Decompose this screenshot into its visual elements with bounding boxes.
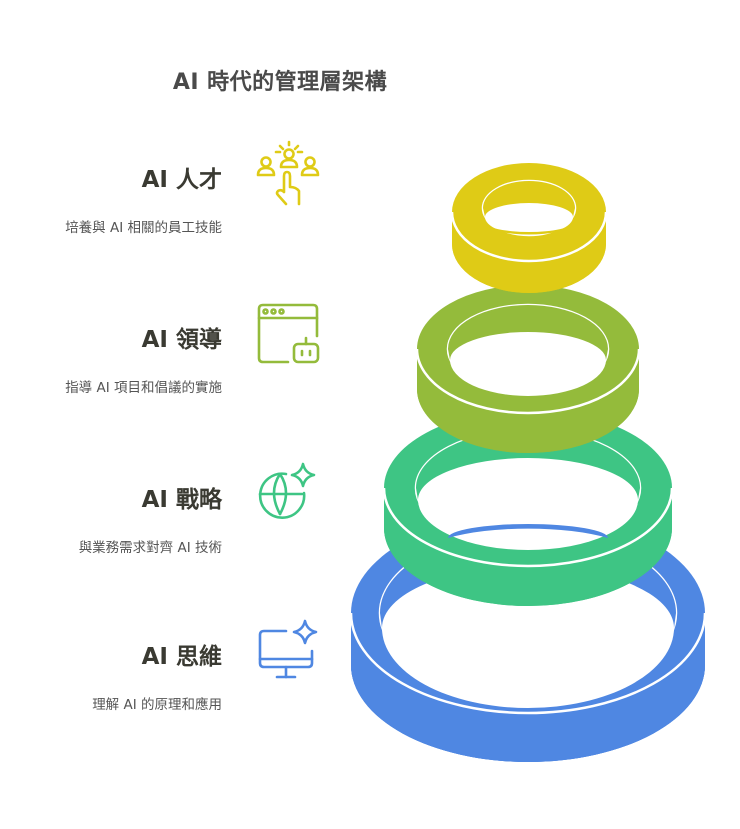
- ring-ai-strategy: [382, 410, 674, 606]
- level-heading: AI 戰略: [141, 487, 222, 513]
- level-ai-mindset: AI 思維 理解 AI 的原理和應用: [92, 637, 222, 713]
- level-description: 理解 AI 的原理和應用: [92, 697, 222, 713]
- level-heading: AI 人才: [141, 167, 222, 193]
- ring-ai-talent: [450, 163, 608, 293]
- level-description: 培養與 AI 相關的員工技能: [65, 220, 222, 236]
- level-description: 與業務需求對齊 AI 技術: [78, 540, 222, 556]
- level-heading: AI 思維: [141, 644, 222, 670]
- globe-sparkle-icon: [258, 462, 316, 519]
- monitor-sparkle-icon: [258, 619, 318, 679]
- level-heading: AI 領導: [141, 327, 222, 353]
- level-ai-strategy: AI 戰略 與業務需求對齊 AI 技術: [79, 480, 222, 556]
- level-ai-leadership: AI 領導 指導 AI 項目和倡議的實施: [65, 320, 222, 396]
- level-ai-talent: AI 人才 培養與 AI 相關的員工技能: [65, 160, 222, 236]
- ring-ai-leadership: [415, 285, 641, 453]
- browser-bot-icon: [257, 303, 320, 364]
- level-description: 指導 AI 項目和倡議的實施: [65, 380, 222, 396]
- people-touch-icon: [256, 140, 320, 206]
- diagram-title: AI 時代的管理層架構: [172, 70, 388, 95]
